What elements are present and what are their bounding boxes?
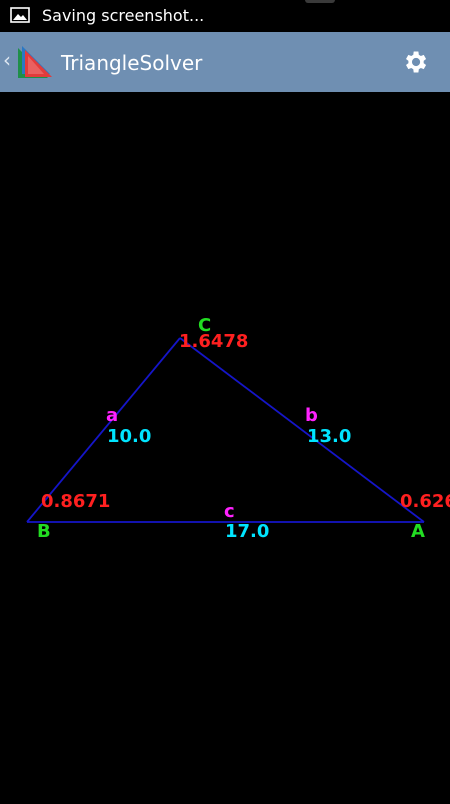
- triangle-layers-icon[interactable]: [16, 44, 54, 82]
- triangle-drawing: C B A 1.6478 0.8671 0.6267 a b c 10.0 13…: [26, 315, 450, 542]
- angle-value-a: 0.6267: [400, 491, 450, 512]
- notification-text: Saving screenshot...: [42, 6, 205, 25]
- side-name-c: c: [224, 501, 235, 522]
- chevron-left-icon[interactable]: ‹: [3, 48, 11, 72]
- vertex-label-c: C: [198, 315, 211, 336]
- side-length-c: 17.0: [225, 521, 269, 542]
- side-name-a: a: [106, 405, 118, 426]
- gallery-image-icon: [10, 7, 30, 23]
- angle-value-c: 1.6478: [179, 331, 248, 352]
- side-length-b: 13.0: [307, 426, 351, 447]
- app-title: TriangleSolver: [61, 51, 203, 75]
- action-bar: ‹ TriangleSolver: [0, 32, 450, 92]
- status-bar: Saving screenshot...: [0, 0, 450, 32]
- angle-value-b: 0.8671: [41, 491, 110, 512]
- settings-button[interactable]: [396, 43, 434, 81]
- side-length-a: 10.0: [107, 426, 151, 447]
- vertex-label-a: A: [411, 521, 425, 542]
- triangle-canvas[interactable]: C B A 1.6478 0.8671 0.6267 a b c 10.0 13…: [0, 92, 450, 800]
- vertex-label-b: B: [37, 521, 51, 542]
- edge-a: [26, 337, 181, 523]
- edge-b: [179, 337, 425, 523]
- gear-icon: [406, 51, 427, 73]
- status-notch: [305, 0, 335, 3]
- side-name-b: b: [305, 405, 318, 426]
